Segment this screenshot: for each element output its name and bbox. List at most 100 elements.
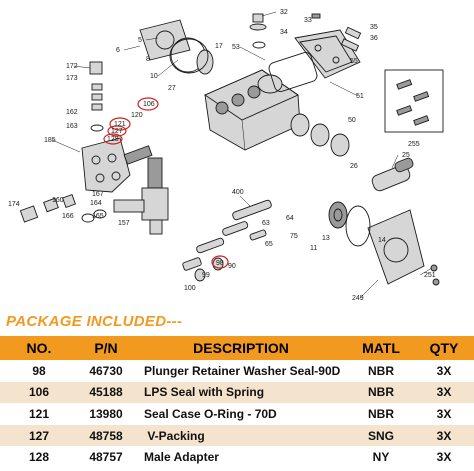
cell-no: 98 [0,360,78,382]
callout-8: 8 [146,56,150,63]
callout-172: 172 [66,63,78,70]
callout-165: 165 [92,213,104,220]
callout-35: 35 [370,24,378,31]
callout-106: 106 [143,101,155,108]
callout-6: 6 [116,47,120,54]
callout-33: 33 [304,17,312,24]
callout-164: 164 [90,200,102,207]
callout-27: 27 [168,85,176,92]
cell-qty: 3X [414,446,474,468]
callout-65: 65 [265,241,273,248]
manifold [81,137,153,193]
callout-32: 32 [280,9,288,16]
callout-63: 63 [262,220,270,227]
callout-98: 98 [216,260,224,267]
callout-25: 25 [402,152,410,159]
callout-160: 160 [52,197,64,204]
parts-table: NO. P/N DESCRIPTION MATL QTY 98 46730 Pl… [0,336,474,468]
seal-rings [328,201,371,247]
col-header-no: NO. [0,336,78,360]
callout-64: 64 [286,215,294,222]
callout-127: 127 [111,128,123,135]
unloader-valve [113,157,169,235]
cell-qty: 3X [414,403,474,425]
cell-matl: SNG [348,424,414,447]
callout-166: 166 [62,213,74,220]
leader-lines [51,11,433,299]
callout-10: 10 [150,73,158,80]
callout-400: 400 [232,189,244,196]
cell-pn: 48757 [78,446,134,468]
cell-matl: NY [348,446,414,468]
callout-100: 100 [184,285,196,292]
callout-162: 162 [66,109,78,116]
highlight-circles [103,97,229,269]
cell-no: 127 [0,424,78,447]
table-row: 121 13980 Seal Case O-Ring - 70D NBR 3X [0,403,474,425]
callout-26: 26 [350,163,358,170]
crankcase [204,69,301,151]
callout-51: 51 [356,93,364,100]
connecting-rods [290,113,350,157]
callout-5: 5 [138,37,142,44]
callout-120: 120 [131,112,143,119]
callout-labels: 5 6 8 10 11 13 14 17 25 26 27 32 33 34 3… [8,9,436,302]
callout-167: 167 [92,191,104,198]
cell-description: LPS Seal with Spring [134,381,348,404]
callout-121: 121 [114,121,126,128]
table-row: 106 45188 LPS Seal with Spring NBR 3X [0,381,474,404]
col-header-pn: P/N [78,336,134,360]
cell-no: 128 [0,446,78,468]
callout-11: 11 [310,245,317,252]
callout-13: 13 [322,235,330,242]
exploded-parts-diagram: 5 6 8 10 11 13 14 17 25 26 27 32 33 34 3… [8,9,444,302]
callout-174: 174 [8,201,20,208]
callout-157: 157 [118,220,130,227]
cell-pn: 45188 [78,381,134,404]
callout-185: 185 [44,137,56,144]
callout-17: 17 [215,43,223,50]
callout-55: 55 [350,58,358,65]
cell-qty: 3X [414,360,474,382]
rear-cover [367,209,440,286]
cell-pn: 46730 [78,360,134,382]
cell-matl: NBR [348,403,414,425]
table-row: 98 46730 Plunger Retainer Washer Seal-90… [0,360,474,382]
callout-34: 34 [280,29,288,36]
cell-pn: 48758 [78,424,134,447]
oil-cap [249,13,321,49]
valve-stack [89,61,104,132]
cell-qty: 3X [414,381,474,404]
table-row: 128 48757 Male Adapter NY 3X [0,446,474,468]
plungers [182,199,272,282]
callout-251: 251 [424,272,436,279]
callout-53: 53 [232,44,240,51]
package-included-title: PACKAGE INCLUDED--- [6,313,183,330]
cell-no: 106 [0,381,78,404]
o-ring-large [169,38,209,74]
callout-173: 173 [66,75,78,82]
table-row: 127 48758 V-Packing SNG 3X [0,424,474,447]
bearing-housing [139,19,214,75]
crankshaft [371,157,414,192]
cell-pn: 13980 [78,403,134,425]
callout-128: 128 [107,136,119,143]
col-header-matl: MATL [348,336,414,360]
cell-matl: NBR [348,360,414,382]
callout-249: 249 [352,295,364,302]
col-header-qty: QTY [414,336,474,360]
cell-description: V-Packing [134,424,348,447]
cell-qty: 3X [414,424,474,447]
col-header-description: DESCRIPTION [134,336,348,360]
callout-14: 14 [378,237,386,244]
table-header-row: NO. P/N DESCRIPTION MATL QTY [0,336,474,360]
callout-255: 255 [408,141,420,148]
callout-99: 99 [202,272,210,279]
callout-163: 163 [66,123,78,130]
cell-description: Plunger Retainer Washer Seal-90D [134,360,348,382]
cell-description: Male Adapter [134,446,348,468]
callout-90: 90 [228,263,236,270]
cell-matl: NBR [348,381,414,404]
hardware-right-top [340,26,444,133]
callout-75: 75 [290,233,298,240]
